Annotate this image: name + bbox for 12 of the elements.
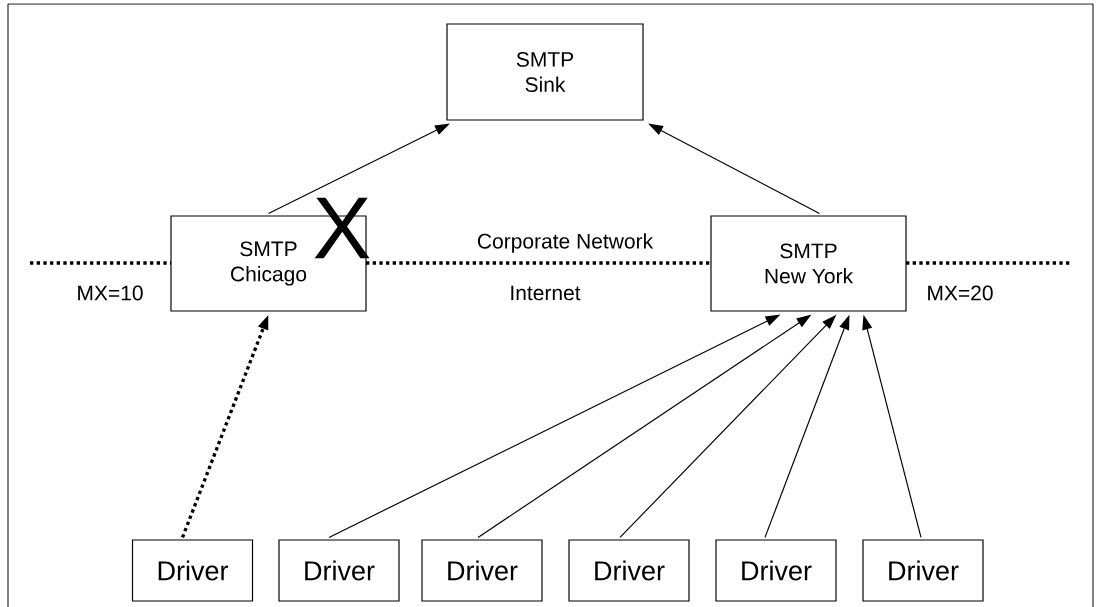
network-label: Internet <box>511 285 581 301</box>
driver-box: Driver <box>278 539 400 602</box>
driver-box: Driver <box>715 539 837 602</box>
driver-box: Driver <box>862 539 984 602</box>
server-box: SMTP New York <box>710 215 907 312</box>
network-label: MX=20 <box>928 285 993 301</box>
driver-box: Driver <box>568 539 690 602</box>
network-label: Corporate Network <box>477 233 654 253</box>
driver-box: Driver <box>421 539 543 602</box>
driver-box: Driver <box>131 539 254 602</box>
server-box: SMTP Sink <box>446 23 644 121</box>
network-label: MX=10 <box>78 285 143 301</box>
